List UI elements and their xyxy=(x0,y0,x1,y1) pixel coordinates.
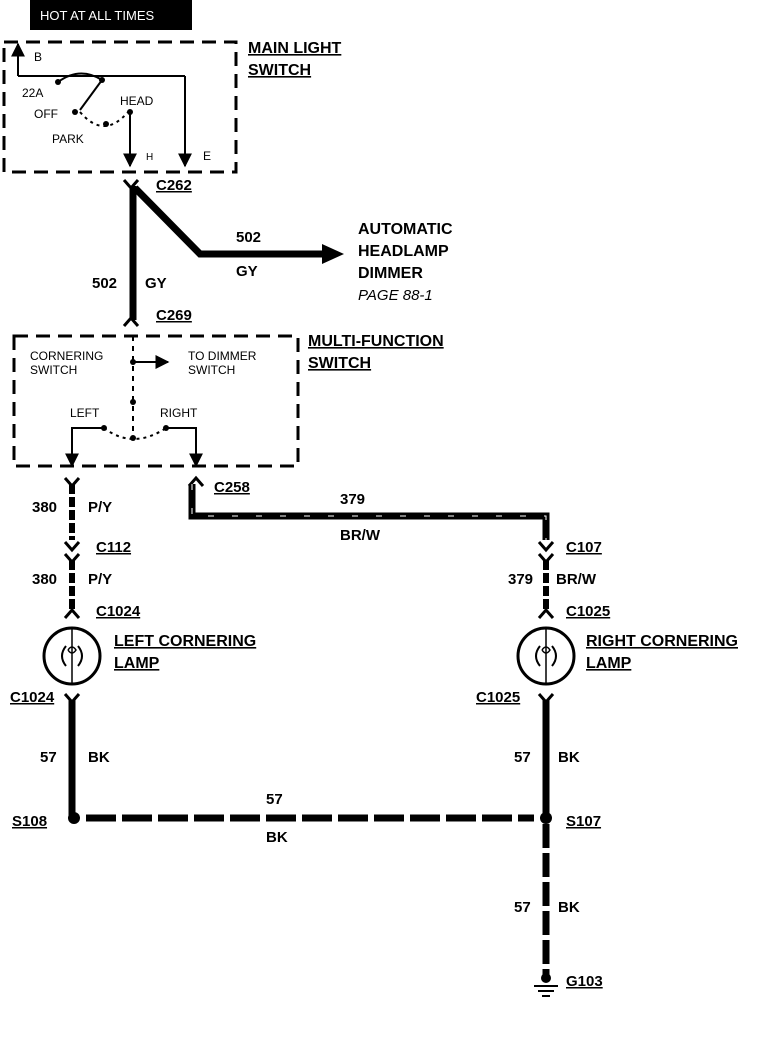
wire-57-mid-num: 57 xyxy=(266,791,283,808)
wire-379-num: 379 xyxy=(340,491,365,508)
mfs-right-label: RIGHT xyxy=(160,406,198,420)
connector-c1025-bottom: C1025 xyxy=(476,689,520,706)
wire-57-left xyxy=(63,693,81,824)
wire-57-ground-num: 57 xyxy=(514,899,531,916)
to-dimmer-switch-label-2: SWITCH xyxy=(188,363,235,377)
main-light-switch-title-1: MAIN LIGHT xyxy=(248,40,342,57)
wire-502 xyxy=(122,179,344,327)
dimmer-page-ref: PAGE 88-1 xyxy=(358,287,433,304)
to-dimmer-switch-label-1: TO DIMMER xyxy=(188,349,257,363)
wire-380a-color: P/Y xyxy=(88,499,112,516)
wire-57-right xyxy=(537,693,555,824)
connector-c112: C112 xyxy=(96,539,131,556)
banner-text: HOT AT ALL TIMES xyxy=(40,8,154,23)
splice-s108: S108 xyxy=(12,813,47,830)
pos-off-label: OFF xyxy=(34,107,58,121)
wire-379-color: BR/W xyxy=(340,527,381,544)
wire-57-mid-color: BK xyxy=(266,829,288,846)
main-light-switch-title-2: SWITCH xyxy=(248,62,311,79)
wire-57-right-color: BK xyxy=(558,749,580,766)
wire-379b-color: BR/W xyxy=(556,571,597,588)
dimmer-line-1: AUTOMATIC xyxy=(358,221,453,238)
wire-502-branch-color: GY xyxy=(236,263,258,280)
dimmer-line-3: DIMMER xyxy=(358,265,423,282)
term-h-label: H xyxy=(146,152,153,163)
left-lamp-title-1: LEFT CORNERING xyxy=(114,633,256,650)
cornering-switch-label-1: CORNERING xyxy=(30,349,103,363)
wire-379 xyxy=(187,475,555,619)
wire-380a-num: 380 xyxy=(32,499,57,516)
connector-c258: C258 xyxy=(214,479,250,496)
wire-502-main-num: 502 xyxy=(92,275,117,292)
wire-380-left xyxy=(63,477,81,619)
dimmer-line-2: HEADLAMP xyxy=(358,243,449,260)
term-b-label: B xyxy=(34,50,42,64)
cornering-switch-label-2: SWITCH xyxy=(30,363,77,377)
connector-c107: C107 xyxy=(566,539,602,556)
wire-57-right-num: 57 xyxy=(514,749,531,766)
connector-c1025-top: C1025 xyxy=(566,603,610,620)
mfs-title-1: MULTI-FUNCTION xyxy=(308,333,444,350)
wire-379b-num: 379 xyxy=(508,571,533,588)
ground-g103: G103 xyxy=(566,973,603,990)
splice-s107: S107 xyxy=(566,813,601,830)
wire-57-ground xyxy=(534,824,558,997)
wire-57-ground-color: BK xyxy=(558,899,580,916)
right-lamp-title-1: RIGHT CORNERING xyxy=(586,633,738,650)
left-cornering-lamp xyxy=(42,626,102,686)
term-22a-label: 22A xyxy=(22,86,43,100)
term-e-label: E xyxy=(203,149,211,163)
wire-380b-color: P/Y xyxy=(88,571,112,588)
wire-57-left-num: 57 xyxy=(40,749,57,766)
main-light-switch xyxy=(2,40,238,174)
right-cornering-lamp xyxy=(516,626,576,686)
wire-380b-num: 380 xyxy=(32,571,57,588)
wire-57-left-color: BK xyxy=(88,749,110,766)
connector-c262: C262 xyxy=(156,177,192,194)
multi-function-switch xyxy=(12,334,300,468)
banner-box xyxy=(30,0,192,30)
wire-502-branch-num: 502 xyxy=(236,229,261,246)
pos-head-label: HEAD xyxy=(120,94,154,108)
connector-c1024-bottom: C1024 xyxy=(10,689,55,706)
pos-park-label: PARK xyxy=(52,132,84,146)
wire-502-main-color: GY xyxy=(145,275,167,292)
mfs-title-2: SWITCH xyxy=(308,355,371,372)
mfs-left-label: LEFT xyxy=(70,406,100,420)
left-lamp-title-2: LAMP xyxy=(114,655,160,672)
right-lamp-title-2: LAMP xyxy=(586,655,632,672)
connector-c1024-top: C1024 xyxy=(96,603,141,620)
connector-c269: C269 xyxy=(156,307,192,324)
